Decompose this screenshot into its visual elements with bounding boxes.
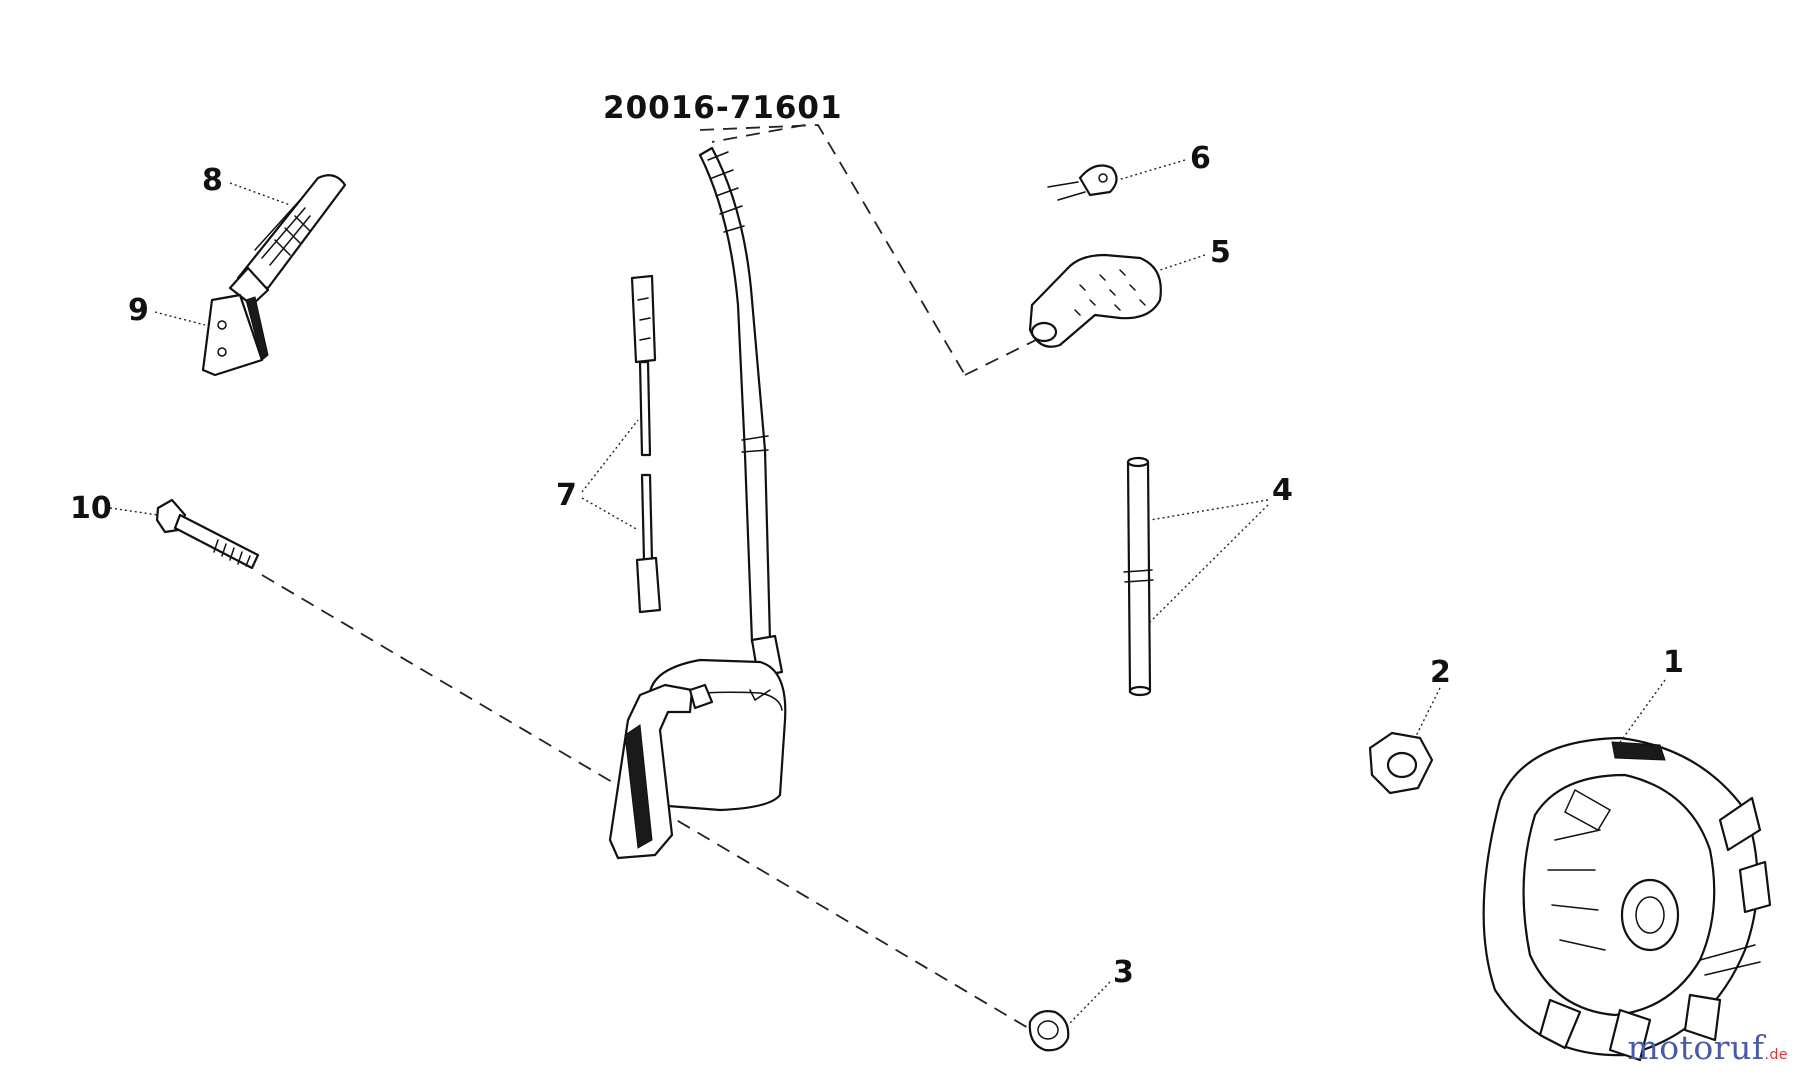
part-1-flywheel xyxy=(1482,736,1772,1062)
callout-1: 1 xyxy=(1663,645,1684,680)
part-2-nut xyxy=(1368,731,1434,795)
callout-9: 9 xyxy=(128,293,149,328)
part-4-shaft xyxy=(1123,456,1154,697)
callout-4: 4 xyxy=(1272,473,1293,508)
callout-8: 8 xyxy=(202,163,223,198)
bolt-leader-line xyxy=(261,574,1041,1036)
watermark-logo: motoruf.de xyxy=(1628,1028,1788,1067)
part-10-bolt xyxy=(155,498,260,570)
assembly-leader-line-3 xyxy=(711,124,806,143)
watermark-text: motoruf xyxy=(1627,1028,1765,1067)
watermark-suffix: .de xyxy=(1764,1047,1788,1063)
part-3-bushing xyxy=(1028,1010,1070,1052)
assembly-leader-line xyxy=(699,124,966,376)
part-7-wire xyxy=(630,274,662,614)
assembly-number-label: 20016-71601 xyxy=(603,90,843,126)
part-6-clip xyxy=(1047,164,1118,201)
callout-7: 7 xyxy=(556,478,577,513)
callout-10: 10 xyxy=(70,491,112,526)
assembly-leader-line-2 xyxy=(964,337,1041,376)
callout-6: 6 xyxy=(1190,141,1211,176)
callout-5: 5 xyxy=(1210,235,1231,270)
callout-3: 3 xyxy=(1113,955,1134,990)
part-9-terminal xyxy=(201,293,269,377)
part-8-plug-cap xyxy=(228,174,347,307)
ignition-coil-assembly xyxy=(608,146,787,860)
callout-2: 2 xyxy=(1430,655,1451,690)
part-5-boot xyxy=(1028,253,1162,348)
